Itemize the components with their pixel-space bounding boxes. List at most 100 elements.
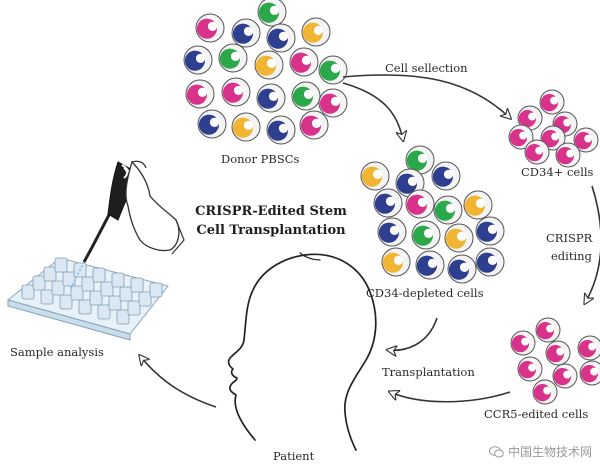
plate-well	[119, 286, 133, 302]
plate-well	[127, 300, 141, 316]
watermark-text: 中国生物技术网	[507, 445, 592, 459]
cell	[197, 109, 227, 139]
sample-plate-illustration	[6, 257, 169, 341]
cell	[579, 360, 600, 386]
plate-well	[51, 280, 65, 296]
patient-head-illustration	[227, 252, 377, 451]
cell	[539, 89, 565, 115]
cell	[195, 13, 225, 43]
plate-well	[62, 271, 76, 287]
diagram-title: CRISPR-Edited Stem Cell Transplantation	[186, 202, 356, 240]
cell	[301, 17, 331, 47]
cell	[540, 125, 566, 151]
cell	[463, 190, 493, 220]
plate-well	[138, 291, 152, 307]
cell	[447, 254, 477, 284]
watermark: 中国生物技术网	[488, 443, 592, 460]
plate-well	[97, 304, 111, 320]
title-line-1: CRISPR-Edited Stem	[195, 204, 347, 219]
arrow-depleted-to-patient	[388, 317, 438, 350]
cell	[475, 247, 505, 277]
cell	[318, 55, 348, 85]
cell	[573, 127, 599, 153]
cell	[377, 217, 407, 247]
label-ccr5-edited: CCR5-edited cells	[484, 407, 589, 421]
title-line-2: Cell Transplantation	[196, 223, 346, 238]
cd34-depleted-cluster	[360, 145, 505, 284]
cell	[254, 50, 284, 80]
label-cell-selection: Cell sellection	[385, 61, 468, 75]
label-cd34-depleted: CD34-depleted cells	[366, 286, 484, 300]
plate-well	[100, 281, 114, 297]
cell	[299, 110, 329, 140]
cell	[405, 189, 435, 219]
label-patient: Patient	[273, 449, 315, 463]
cell	[291, 81, 321, 111]
arrows	[140, 74, 600, 408]
plate-well	[40, 289, 54, 305]
plate-well	[89, 290, 103, 306]
donor-pbscs-cluster	[183, 0, 348, 145]
arrow-to-sample-analysis	[140, 356, 217, 408]
cell	[185, 79, 215, 109]
cell	[535, 317, 561, 343]
cell	[517, 356, 543, 382]
pipette-hand-illustration	[69, 160, 185, 291]
plate-well	[21, 284, 35, 300]
cell	[545, 340, 571, 366]
cell	[431, 161, 461, 191]
cell	[552, 363, 578, 389]
plate-well	[59, 294, 73, 310]
cell	[555, 142, 581, 168]
cell	[532, 379, 558, 405]
cell	[231, 18, 261, 48]
cell	[257, 0, 287, 27]
plate-well	[81, 276, 95, 292]
wechat-icon	[488, 445, 504, 458]
arrow-transplantation	[390, 392, 511, 403]
plate-well	[108, 295, 122, 311]
plate-well	[111, 272, 125, 288]
arrow-cell-selection	[342, 74, 510, 118]
cell	[318, 88, 348, 118]
cell	[266, 115, 296, 145]
plate-well	[54, 257, 68, 273]
cell	[381, 247, 411, 277]
arrow-to-depleted	[342, 82, 403, 140]
plate-well	[149, 282, 163, 298]
cell	[415, 250, 445, 280]
cell	[405, 145, 435, 175]
cell	[183, 45, 213, 75]
cd34-positive-cluster	[508, 89, 599, 168]
plate-well	[116, 309, 130, 325]
cell	[221, 77, 251, 107]
label-cd34-positive: CD34+ cells	[521, 165, 594, 179]
label-transplantation: Transplantation	[382, 365, 475, 379]
cell	[266, 23, 296, 53]
plate-well	[92, 267, 106, 283]
cell	[510, 330, 536, 356]
plate-well	[43, 266, 57, 282]
label-donor-pbscs: Donor PBSCs	[221, 152, 300, 166]
ccr5-edited-cluster	[510, 317, 600, 405]
cell	[508, 124, 534, 150]
arrow-crispr-editing	[585, 185, 600, 303]
plate-well	[32, 275, 46, 291]
cell	[433, 195, 463, 225]
label-sample-analysis: Sample analysis	[10, 345, 104, 359]
cell	[524, 139, 550, 165]
cell	[231, 112, 261, 142]
plate-well	[130, 277, 144, 293]
cell	[411, 220, 441, 250]
plate-well	[78, 299, 92, 315]
cell	[475, 216, 505, 246]
cell	[360, 161, 390, 191]
label-editing: editing	[551, 249, 592, 263]
cell	[444, 223, 474, 253]
plate-well	[70, 285, 84, 301]
cell	[373, 188, 403, 218]
cell	[218, 43, 248, 73]
cell	[289, 47, 319, 77]
